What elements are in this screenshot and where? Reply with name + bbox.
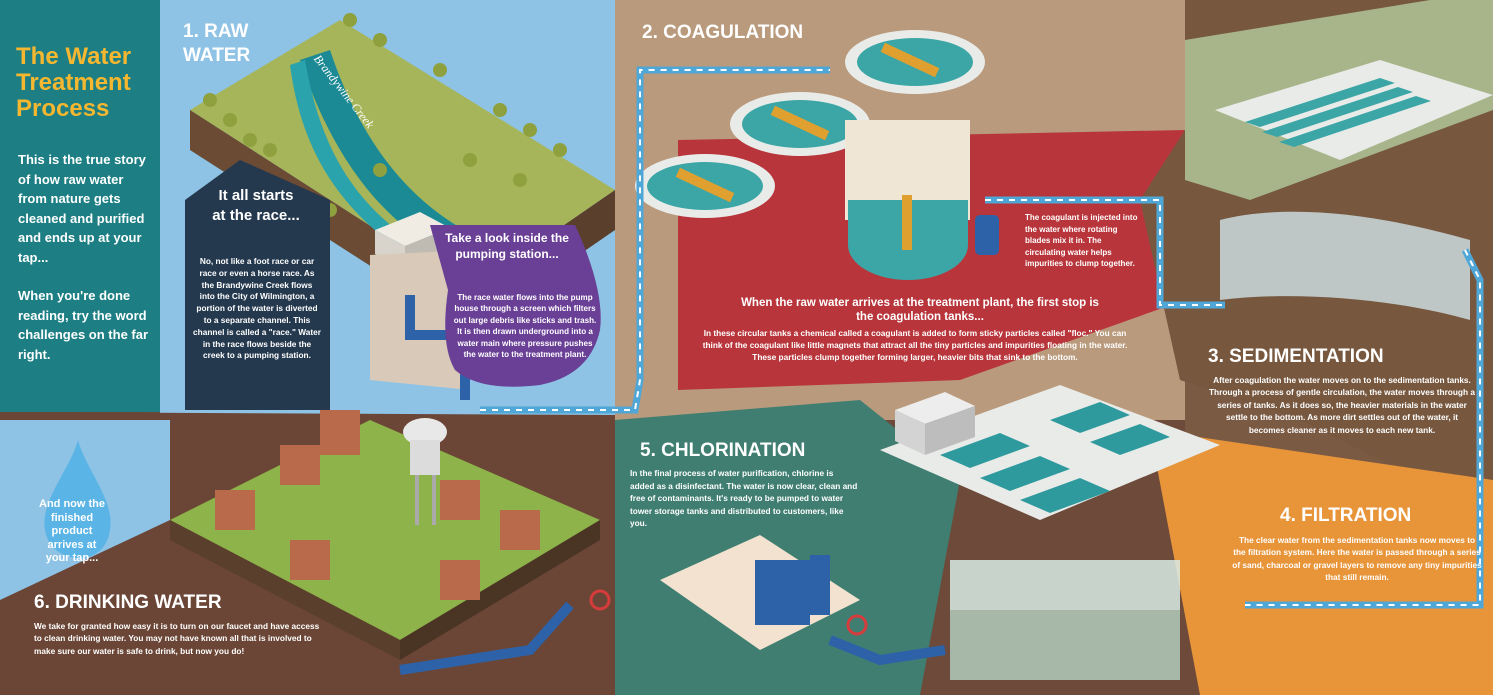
title-panel [0, 0, 160, 412]
pumping-station-body: The race water flows into the pump house… [453, 293, 597, 360]
brandywine-creek [300, 50, 495, 265]
intro-text: This is the true story of how raw water … [18, 150, 153, 383]
filtration-body: The clear water from the sedimentation t… [1232, 535, 1482, 583]
coagulation-heading: 2. COAGULATION [642, 22, 804, 43]
pumping-station-title: Take a look inside the pumping station..… [445, 231, 569, 261]
coagulation-lead: When the raw water arrives at the treatm… [741, 297, 1099, 323]
water-drop-text: And now the finished product arrives at … [39, 498, 105, 564]
chlorination-body: In the final process of water purificati… [630, 468, 858, 529]
race-channel [290, 60, 410, 250]
page-title: The Water Treatment Process [16, 43, 132, 122]
coagulation-body: In these circular tanks a chemical calle… [702, 328, 1128, 362]
filtration-plant [880, 385, 1220, 520]
pumping-station-callout [430, 225, 601, 387]
sedimentation-body: After coagulation the water moves on to … [1208, 375, 1475, 435]
intro-paragraph-2: When you're done reading, try the word c… [18, 288, 149, 362]
coagulation-tanks [635, 30, 985, 218]
sedimentation-heading: 3. SEDIMENTATION [1208, 346, 1384, 367]
intro-paragraph-1: This is the true story of how raw water … [18, 152, 146, 265]
race-callout-body: No, not like a foot race or car race or … [193, 256, 321, 361]
drinking-water-heading: 6. DRINKING WATER [34, 592, 222, 613]
water-drop-icon [44, 440, 111, 559]
chlorination-heading: 5. CHLORINATION [640, 440, 806, 461]
town [170, 420, 600, 640]
drinking-water-body: We take for granted how easy it is to tu… [34, 621, 320, 656]
coagulant-callout: The coagulant is injected into the water… [1025, 213, 1138, 268]
filtration-heading: 4. FILTRATION [1280, 505, 1412, 526]
filtration-panel [1150, 430, 1493, 695]
chlorination-panel [615, 400, 960, 695]
raw-water-heading: 1. RAW WATER [183, 21, 251, 66]
race-callout-title: It all starts at the race... [212, 187, 300, 224]
race-callout-box [185, 160, 330, 410]
